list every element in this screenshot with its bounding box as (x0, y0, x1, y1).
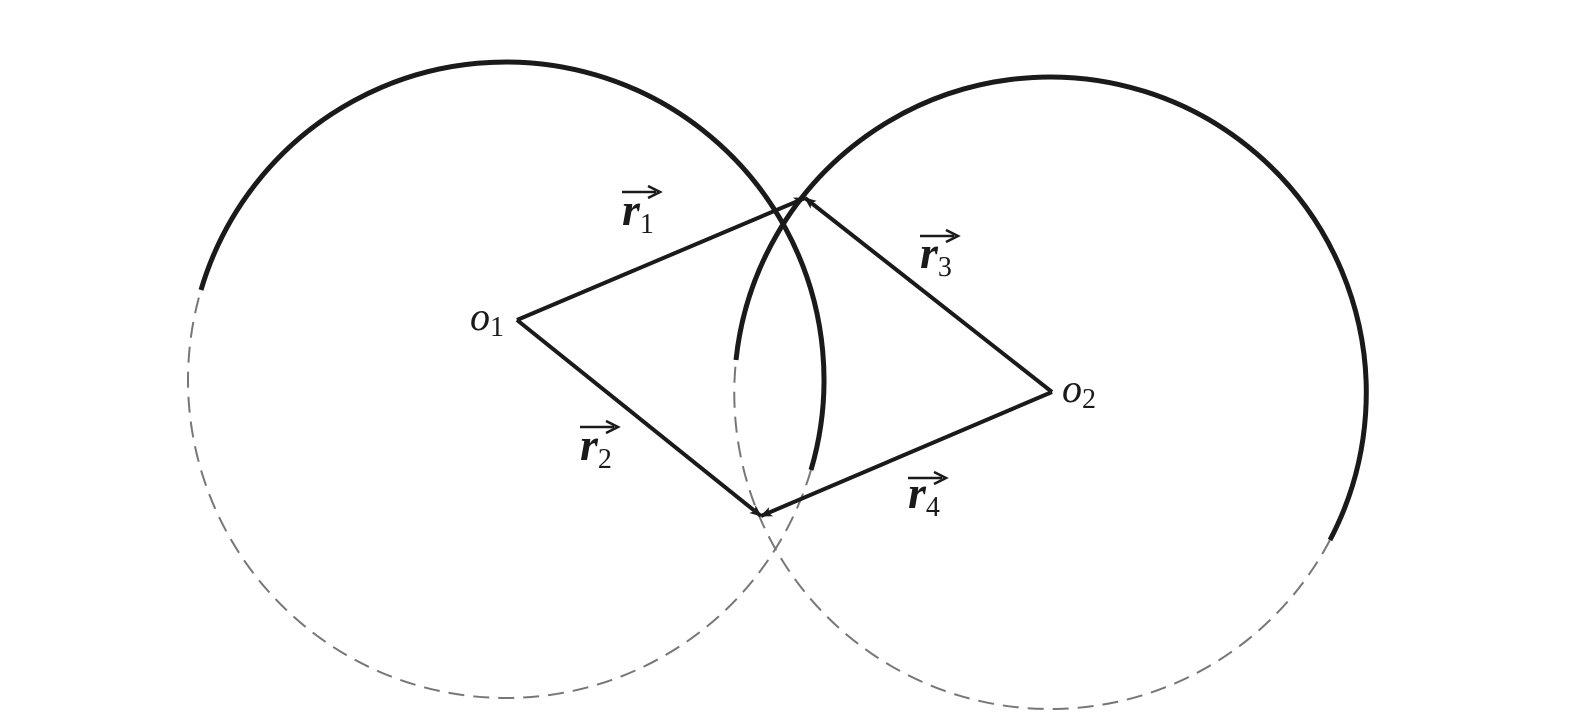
circle-1-solid-arc (198, 59, 827, 471)
label-r3: r3 (920, 227, 961, 283)
label-o2: o2 (1062, 366, 1096, 415)
label-r1-base: r (622, 184, 641, 235)
label-r4-sub: 4 (926, 492, 940, 523)
label-r1: r1 (622, 184, 663, 240)
circle-2-dashed-arc (733, 359, 1331, 710)
vector-r4 (760, 390, 1053, 518)
label-r3-sub: 3 (938, 252, 952, 283)
label-o2-sub: 2 (1082, 384, 1096, 415)
circle-1-dashed-arc (187, 289, 812, 699)
vector-r1 (516, 196, 806, 322)
label-r1-sub: 1 (640, 209, 654, 240)
label-r4: r4 (908, 467, 949, 523)
label-r2: r2 (580, 419, 621, 475)
label-o1-base: o (470, 294, 490, 339)
vector-r3 (803, 196, 1054, 394)
label-r4-base: r (908, 467, 927, 518)
label-o1: o1 (470, 294, 504, 343)
label-r2-sub: 2 (598, 444, 612, 475)
svg-text:r4: r4 (908, 467, 940, 523)
svg-text:r1: r1 (622, 184, 654, 240)
label-o2-base: o (1062, 366, 1082, 411)
svg-text:r3: r3 (920, 227, 952, 283)
label-o1-sub: 1 (490, 312, 504, 343)
circle-2-solid-arc (733, 74, 1369, 542)
vector-r2 (515, 318, 763, 518)
label-r2-base: r (580, 419, 599, 470)
label-r3-base: r (920, 227, 939, 278)
svg-text:r2: r2 (580, 419, 612, 475)
